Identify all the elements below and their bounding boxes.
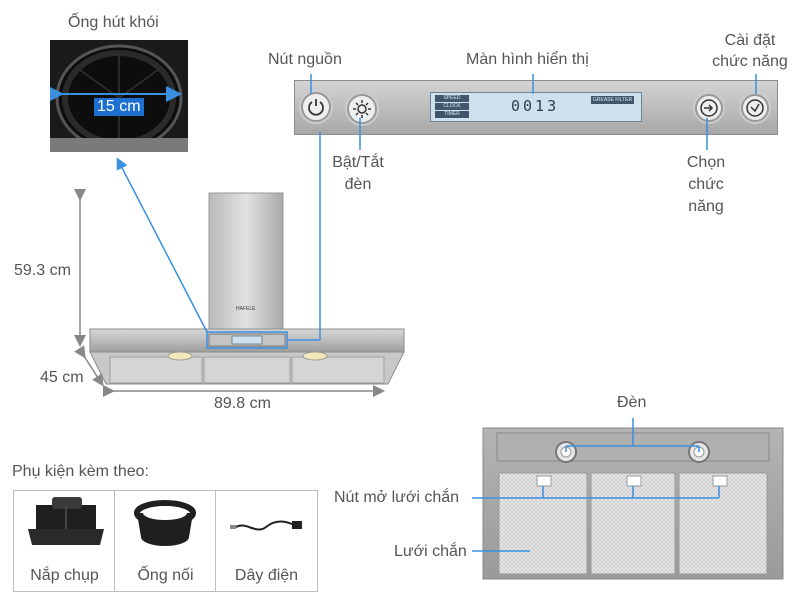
accessory-cable: Dây điện <box>215 490 318 592</box>
hood-width-label: 89.8 cm <box>214 395 271 412</box>
filter-label: Lưới chắn <box>394 543 467 560</box>
select-label-line3: năng <box>688 198 724 215</box>
grease-filter <box>498 472 588 575</box>
accessories-title: Phụ kiện kèm theo: <box>12 463 149 480</box>
connector-image <box>134 500 196 546</box>
hood-brand: HAFELE <box>236 306 256 312</box>
hood-depth-label: 45 cm <box>40 369 84 386</box>
lcd-indicator: CLOCK <box>435 103 469 110</box>
select-label-line2: chức <box>688 176 724 193</box>
settings-label-line2: chức năng <box>712 53 788 70</box>
filter-release-button <box>536 475 552 487</box>
settings-label: Cài đặt chức năng <box>705 30 795 72</box>
light-icon <box>353 100 371 118</box>
filter-release-label: Nút mở lưới chắn <box>334 489 460 506</box>
lcd-indicator: TIMER <box>435 111 469 118</box>
control-panel: SPEED CLOCK TIMER 0013 GREASE FILTER <box>294 80 778 135</box>
pipe-diameter-arrow <box>50 86 182 102</box>
enter-icon <box>700 99 718 117</box>
lcd-indicators: SPEED CLOCK TIMER <box>435 95 469 118</box>
lcd-digits: 0013 <box>511 97 560 115</box>
accessory-connector: Ống nối <box>114 490 217 592</box>
lcd-filter-indicator: GREASE FILTER <box>591 96 635 104</box>
settings-button[interactable] <box>741 94 769 122</box>
light-button[interactable] <box>347 94 377 124</box>
select-label-line1: Chọn <box>686 154 726 171</box>
accessory-label: Ống nối <box>137 567 194 584</box>
hood-height-label: 59.3 cm <box>14 262 71 279</box>
lcd-display: SPEED CLOCK TIMER 0013 GREASE FILTER <box>430 92 642 122</box>
pipe-diameter-label: 15 cm <box>94 98 144 116</box>
cap-image <box>28 497 104 545</box>
select-function-button[interactable] <box>695 94 723 122</box>
filter-release-button <box>626 475 642 487</box>
filter-release-button <box>712 475 728 487</box>
light-label: Bật/Tắt đèn <box>320 152 396 196</box>
lamp-label: Đèn <box>617 394 647 411</box>
accessory-cap: Nắp chụp <box>13 490 116 592</box>
power-icon <box>308 99 324 116</box>
power-label: Nút nguồn <box>268 51 342 68</box>
hood-lamp <box>302 351 328 361</box>
grease-filter <box>678 472 768 575</box>
pipe-title: Ống hút khói <box>68 14 159 31</box>
settings-label-line1: Cài đặt <box>724 32 776 49</box>
check-icon <box>746 99 764 117</box>
power-button[interactable] <box>301 92 331 122</box>
power-cable-image <box>230 520 302 531</box>
pipe-photo: 15 cm <box>50 40 188 152</box>
light-label-line1: Bật/Tắt <box>332 154 384 171</box>
accessory-label: Nắp chụp <box>30 567 99 584</box>
lcd-indicator: SPEED <box>435 95 469 102</box>
display-label: Màn hình hiển thị <box>466 51 589 68</box>
hood-lamp <box>167 351 193 361</box>
accessory-label: Dây điện <box>234 567 299 584</box>
light-label-line2: đèn <box>344 176 372 193</box>
select-function-label: Chọn chức năng <box>676 152 736 218</box>
